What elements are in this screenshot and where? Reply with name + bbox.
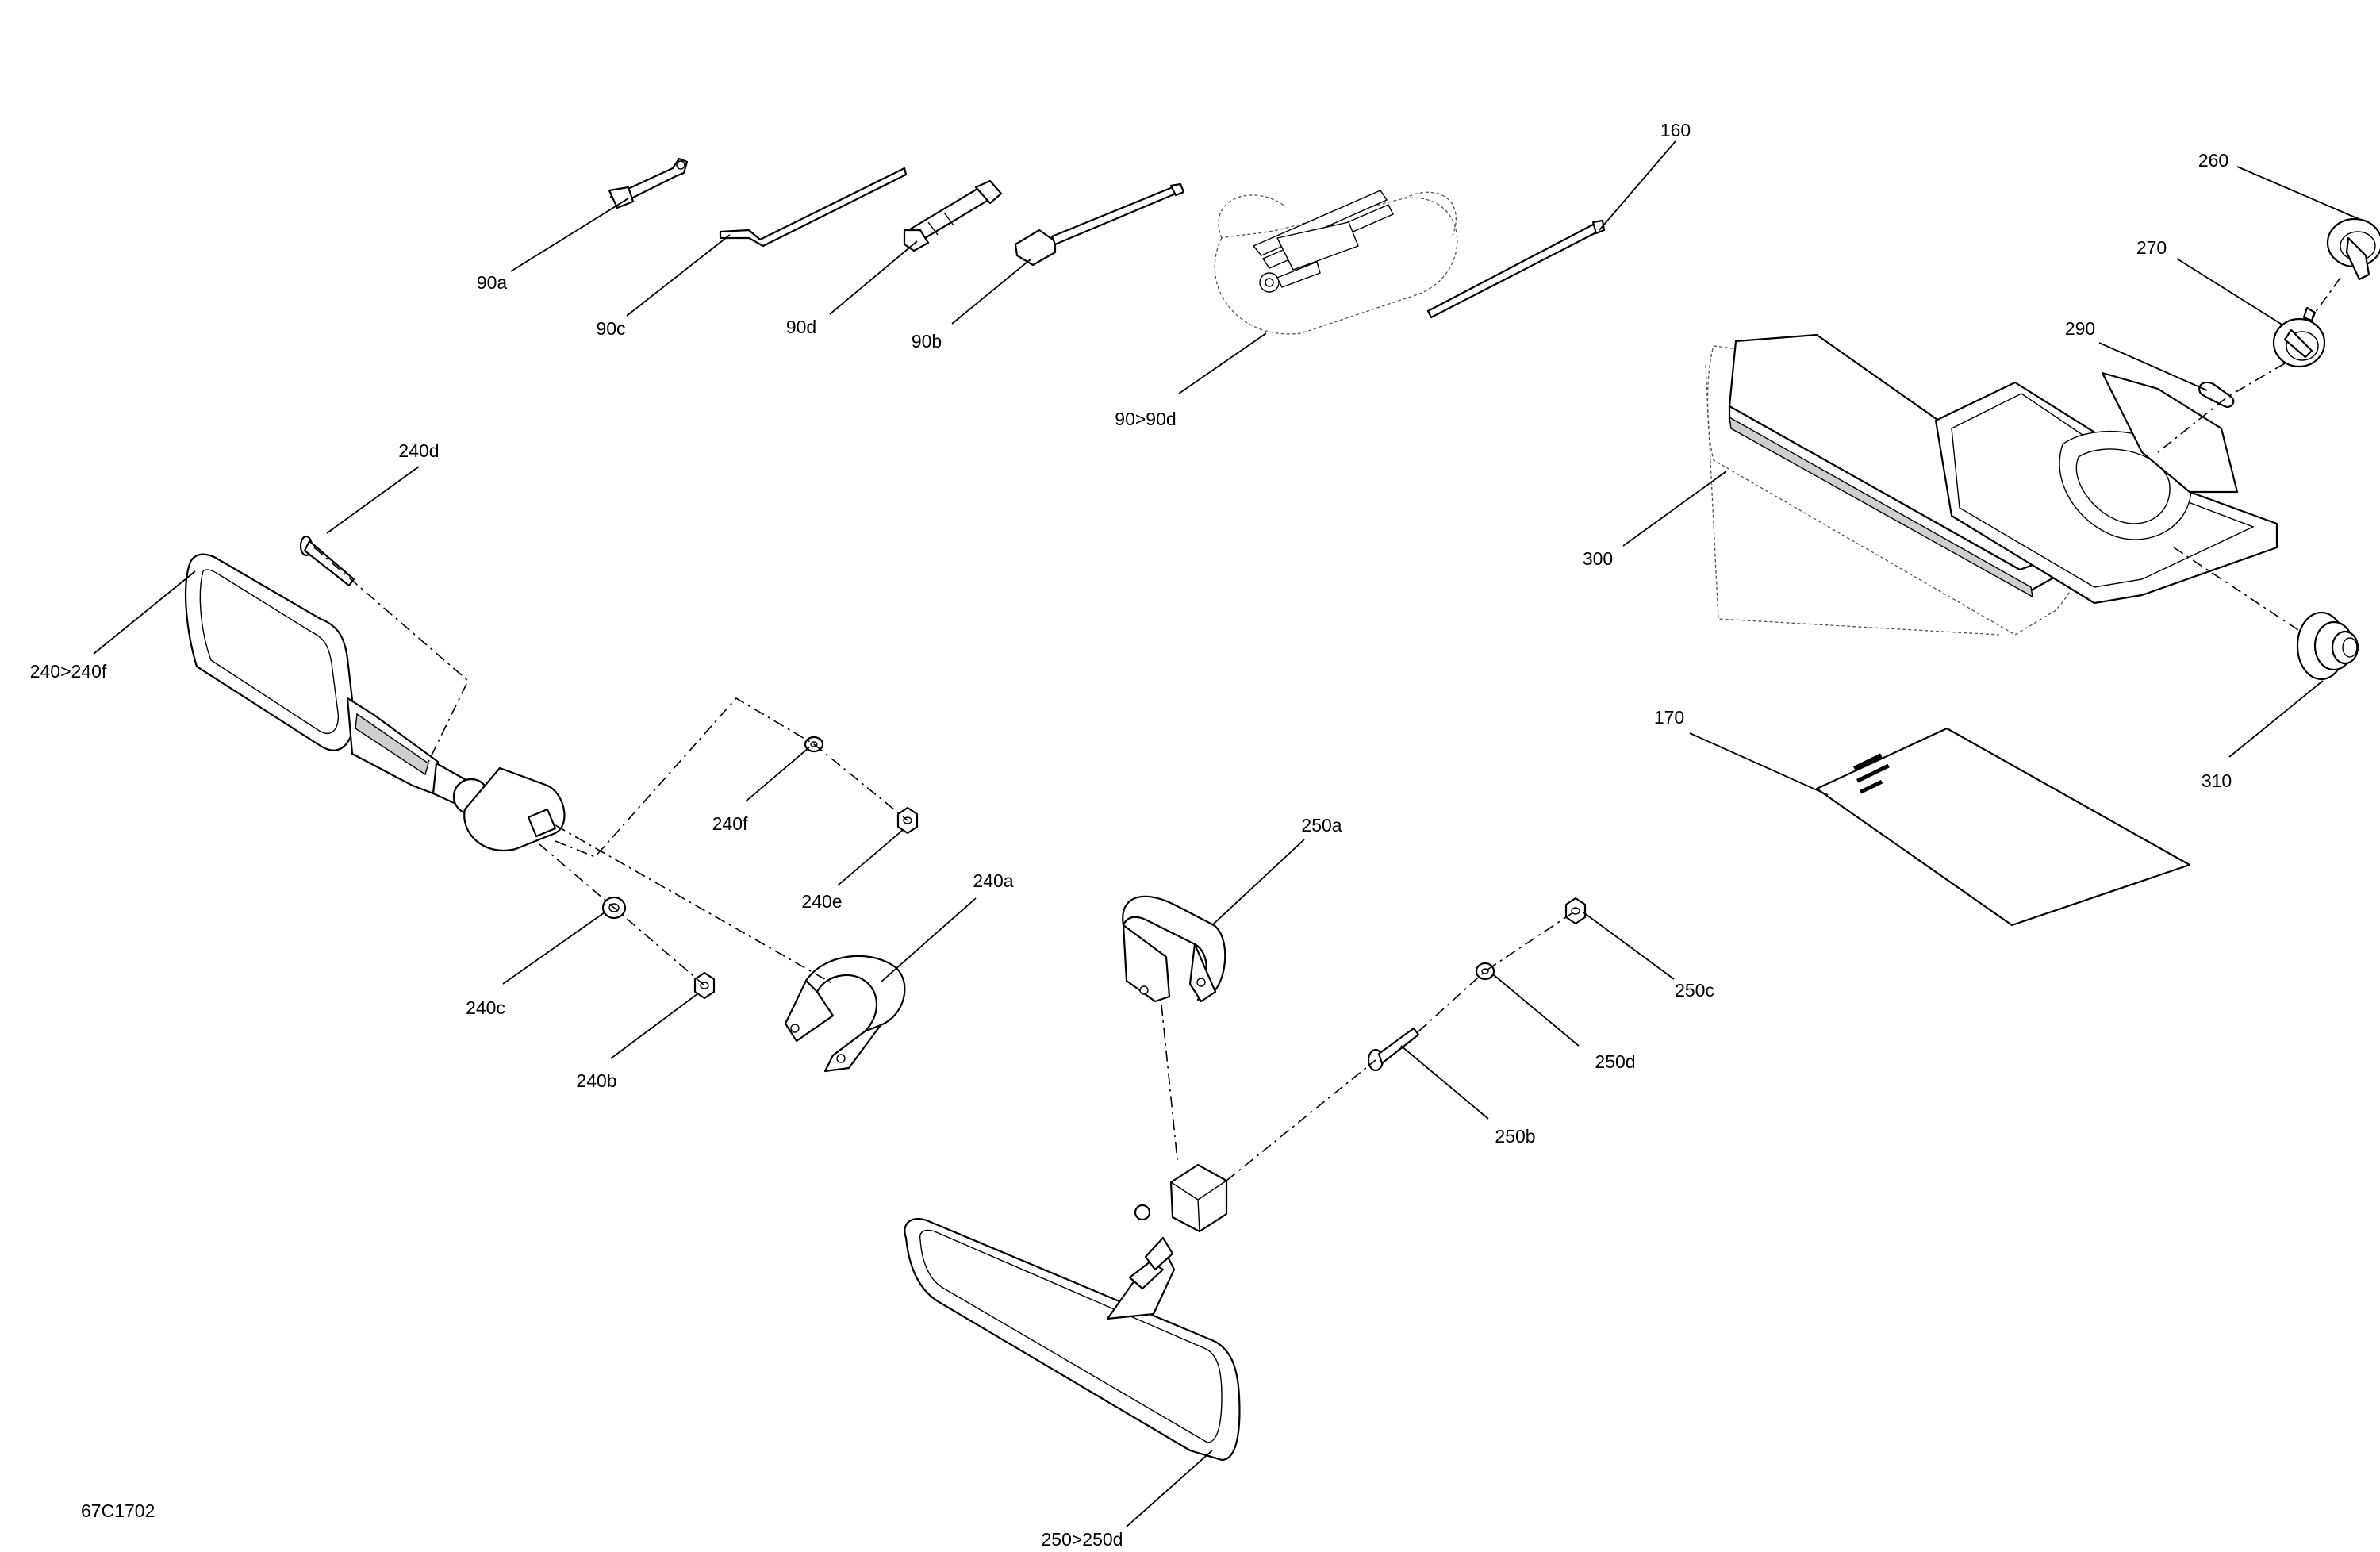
- callout-250b: 250b: [1495, 1126, 1535, 1147]
- callout-240d: 240d: [398, 440, 439, 461]
- callout-240-240f: 240>240f: [30, 661, 107, 682]
- callout-310: 310: [2202, 770, 2232, 791]
- part-90-tool-pouch: [1214, 190, 1458, 335]
- callout-250d: 250d: [1595, 1051, 1635, 1072]
- callout-90b: 90b: [912, 331, 942, 352]
- callout-90-90d: 90>90d: [1115, 409, 1176, 429]
- callout-290: 290: [2065, 318, 2095, 339]
- callout-90d: 90d: [786, 317, 816, 337]
- callout-240e: 240e: [801, 891, 842, 912]
- callout-240f: 240f: [712, 813, 748, 834]
- part-250a-clamp: [1122, 895, 1226, 1003]
- callout-240c: 240c: [466, 997, 505, 1018]
- part-240-side-mirror: [184, 553, 566, 851]
- callout-240b: 240b: [576, 1070, 616, 1091]
- part-240a-clamp: [784, 955, 906, 1073]
- callout-170: 170: [1654, 707, 1684, 728]
- part-240d-bolt: [299, 535, 355, 587]
- callout-250c: 250c: [1675, 980, 1714, 1001]
- callout-160: 160: [1660, 120, 1691, 140]
- part-300-storage-bin: [1705, 333, 2278, 636]
- callout-260: 260: [2198, 150, 2228, 171]
- part-260-knob: [2326, 217, 2380, 281]
- part-250d-washer: [1475, 962, 1495, 981]
- part-250c-nut: [1564, 897, 1587, 925]
- callout-90a: 90a: [477, 272, 508, 293]
- part-170-manual: [1815, 727, 2191, 927]
- callout-300: 300: [1583, 548, 1613, 569]
- part-90a-wrench: [608, 157, 689, 209]
- callout-250-250d: 250>250d: [1042, 1529, 1123, 1550]
- callout-250a: 250a: [1301, 815, 1342, 836]
- part-270-lock-cylinder: [2272, 306, 2326, 368]
- callout-270: 270: [2136, 237, 2167, 258]
- part-90b-screwdriver: [1014, 182, 1185, 267]
- drawing-id: 67C1702: [81, 1500, 155, 1521]
- part-250b-bolt: [1367, 1027, 1420, 1072]
- callout-240a: 240a: [973, 870, 1013, 891]
- part-310-latch: [2296, 611, 2359, 681]
- callout-90c: 90c: [596, 318, 625, 339]
- part-290-clip: [2198, 381, 2235, 408]
- part-90c-bent-rod: [719, 167, 908, 248]
- part-250-rear-view-mirror: [904, 1163, 1241, 1462]
- part-160-rod: [1426, 219, 1606, 319]
- leader-lines: [93, 140, 2363, 1527]
- part-90d-socket-tool: [903, 179, 1003, 252]
